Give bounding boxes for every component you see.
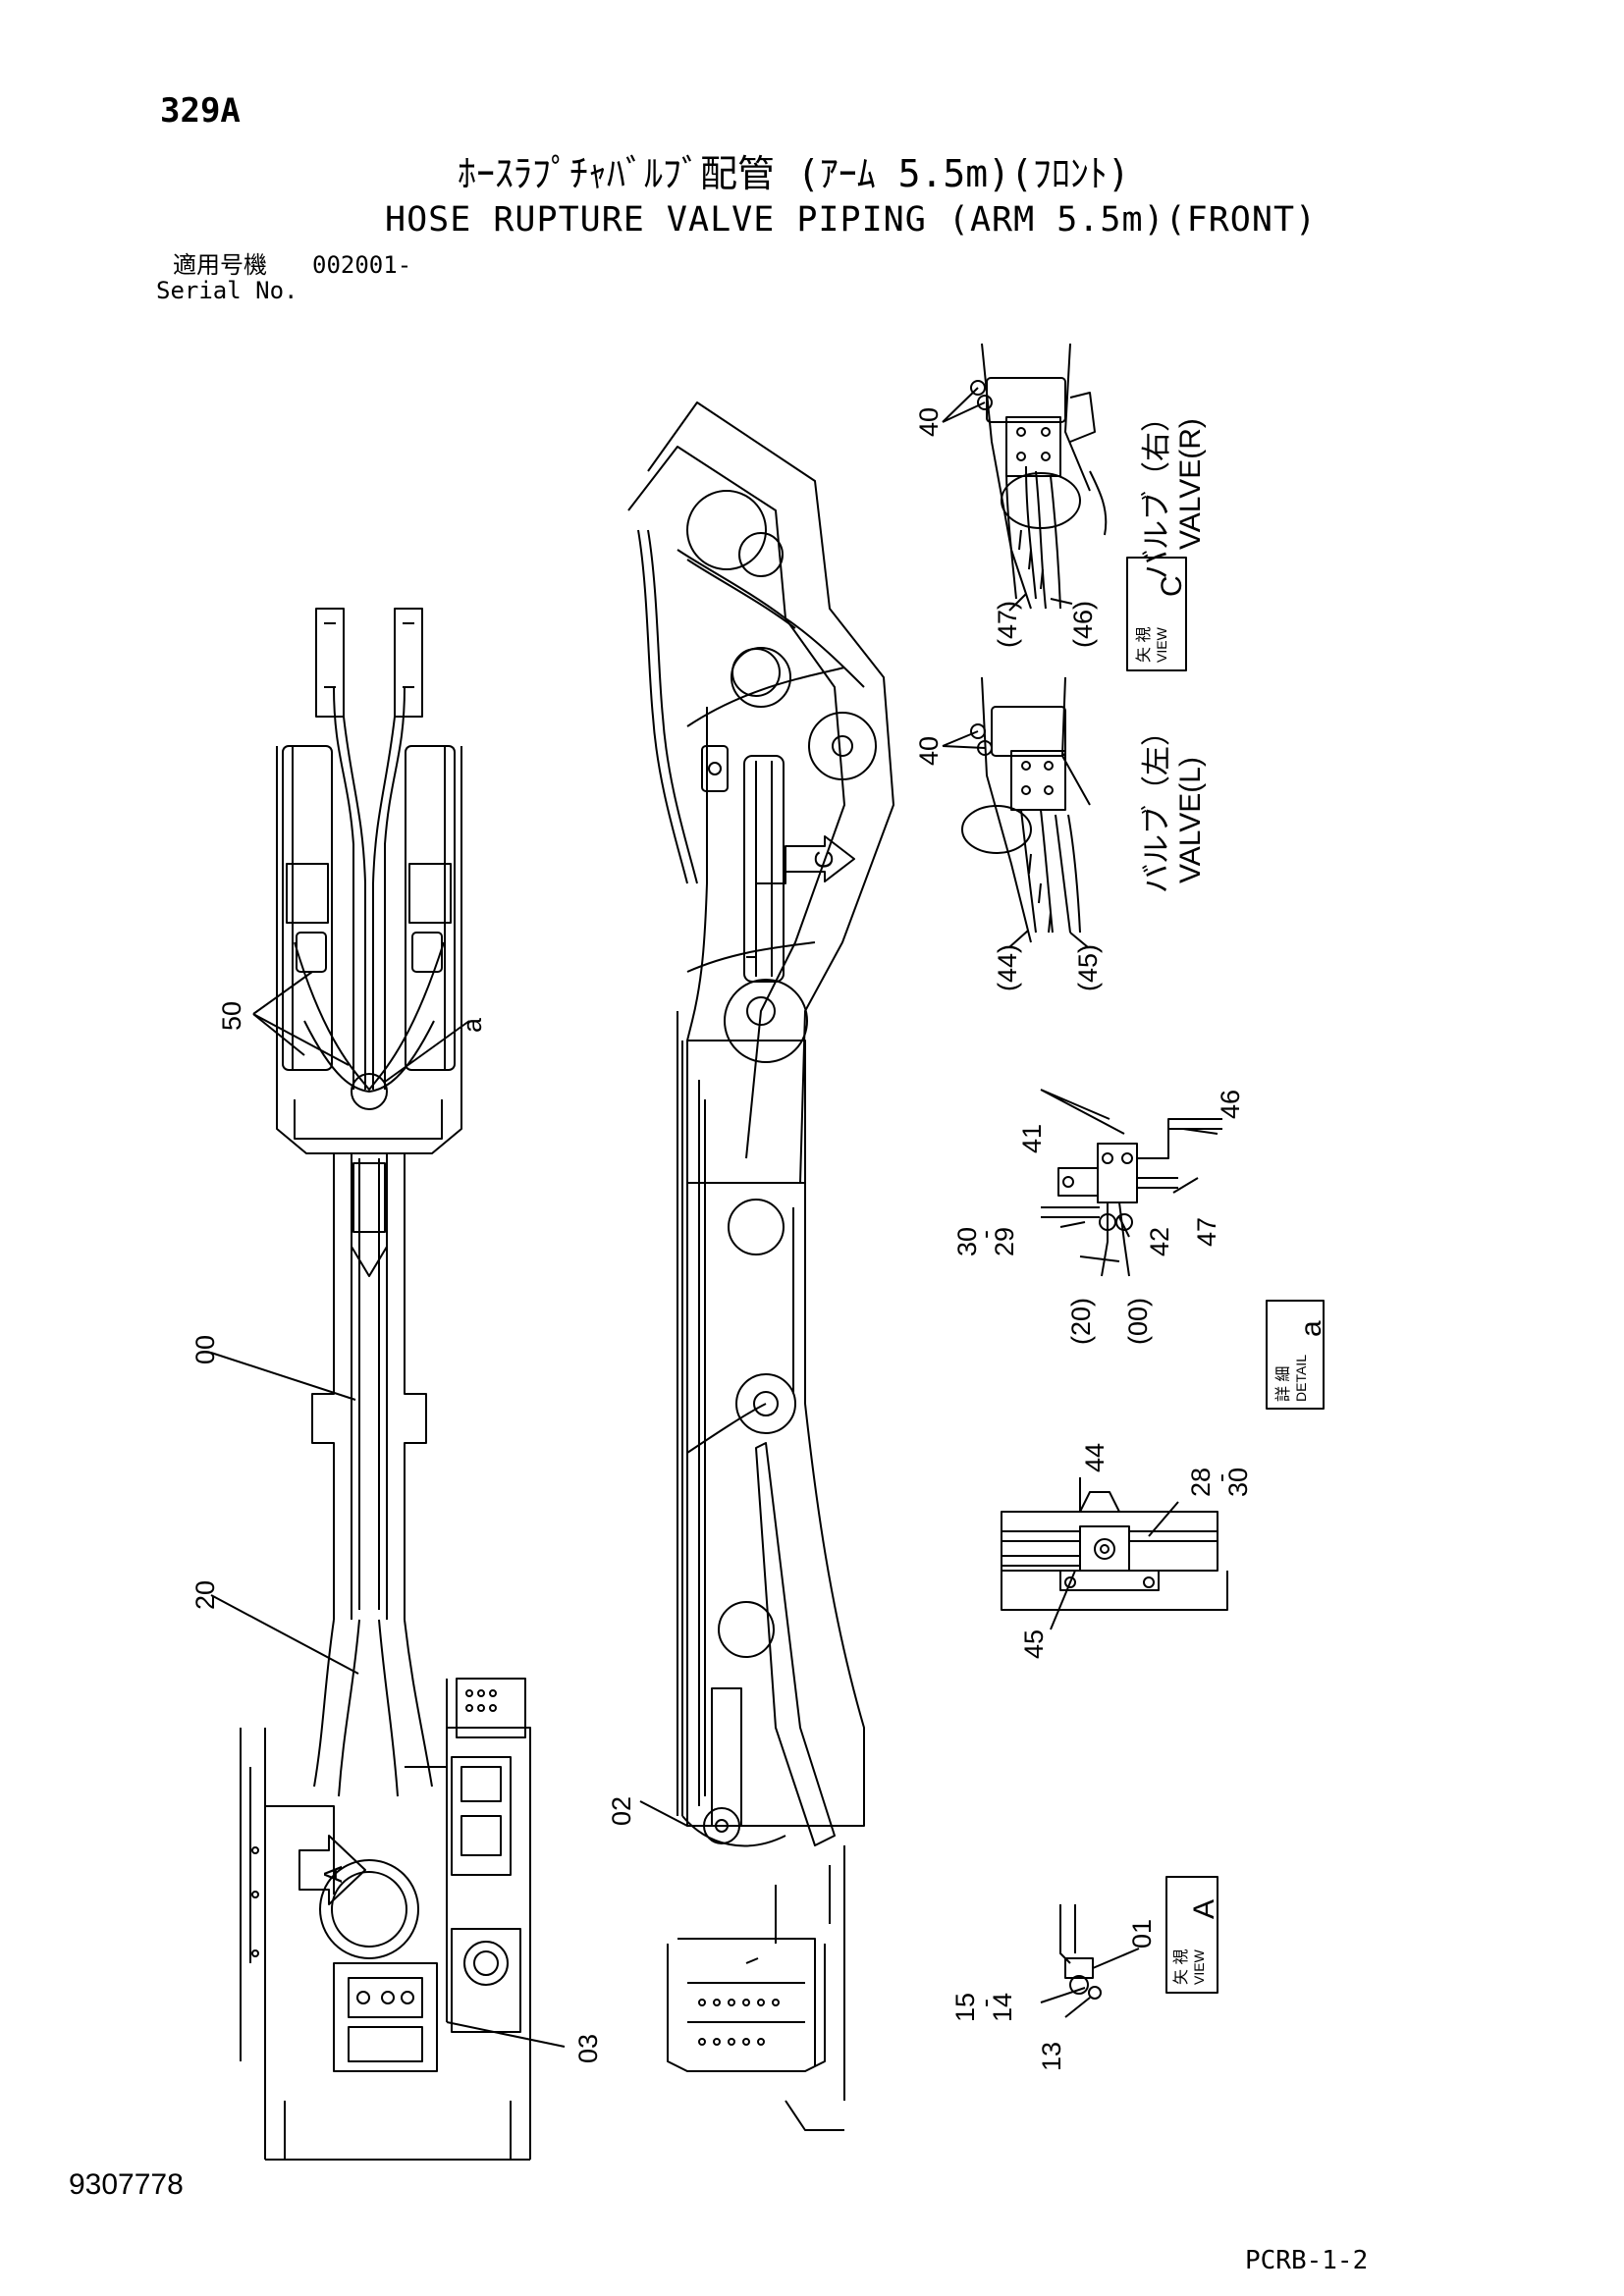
- callout-l44: (44): [993, 944, 1022, 991]
- view-a-box-letter: A: [1188, 1899, 1220, 1919]
- callout-d20: (20): [1066, 1298, 1096, 1345]
- callout-e45: 45: [1019, 1629, 1049, 1659]
- callout-arrow-c: C: [809, 850, 839, 869]
- view-a-label-box: [1165, 1876, 1218, 1994]
- view-valve-left: [942, 676, 1091, 948]
- detail-a-label-box: [1266, 1300, 1325, 1410]
- title-english: HOSE RUPTURE VALVE PIPING (ARM 5.5m)(FRO…: [385, 200, 1318, 240]
- callout-d42: 42: [1145, 1227, 1174, 1256]
- callout-e44: 44: [1080, 1443, 1110, 1472]
- callout-f15: 15: [950, 1993, 980, 2022]
- callout-labels: 50 a 00 20 02 03 A C 40 (47) (46) 40 (44…: [190, 407, 1253, 2071]
- page-code: 329A: [160, 91, 241, 131]
- callout-f01: 01: [1127, 1919, 1157, 1949]
- callout-l45: (45): [1073, 944, 1103, 991]
- callout-f14: 14: [988, 1993, 1017, 2022]
- callout-r47: (47): [993, 601, 1022, 648]
- callout-l40: 40: [914, 736, 944, 766]
- view-c-arrow-icon: [785, 835, 855, 882]
- page-reference: PCRB-1-2: [1245, 2246, 1369, 2275]
- callout-f13: 13: [1037, 2042, 1066, 2071]
- callout-arrow-a: A: [318, 1865, 348, 1883]
- boom-side-view: [627, 401, 894, 2131]
- callout-20: 20: [190, 1580, 220, 1610]
- view-c-box-letter: C: [1156, 575, 1188, 597]
- callout-d29: 29: [990, 1227, 1019, 1256]
- view-a-arrow-icon: [298, 1835, 366, 1905]
- view-a-detail: [1040, 1904, 1140, 2018]
- valve-r-label-en: VALVE(R): [1174, 418, 1207, 550]
- callout-d00: (00): [1123, 1298, 1153, 1345]
- view-labels: バルブ（右） VALVE(R) バルブ（左） VALVE(L) 矢 視 VIEW…: [1135, 402, 1327, 1985]
- detail-a: [1040, 1089, 1222, 1277]
- serial-label-english: Serial No.: [156, 277, 298, 304]
- view-c-label-box: [1126, 557, 1187, 671]
- boom-top-view: [210, 608, 566, 2161]
- serial-number-value: 002001-: [312, 251, 412, 279]
- serial-label-japanese: 適用号機: [173, 251, 267, 279]
- callout-f-range: -: [970, 1999, 1000, 2007]
- detail-a-box-jp: 詳 細: [1274, 1366, 1292, 1402]
- valve-l-label-en: VALVE(L): [1174, 757, 1207, 883]
- view-c-box-jp: 矢 視: [1135, 627, 1153, 663]
- view-c-box-en: VIEW: [1154, 626, 1169, 663]
- callout-d-range: -: [970, 1230, 1000, 1239]
- callout-r40: 40: [914, 407, 944, 437]
- callout-a: a: [458, 1017, 487, 1033]
- callout-00: 00: [190, 1335, 220, 1364]
- view-c-valve-right: [942, 343, 1108, 612]
- document-number: 9307778: [69, 2168, 184, 2201]
- title-japanese: ﾎｰｽﾗﾌﾟﾁｬﾊﾞﾙﾌﾞ配管 (ｱｰﾑ 5.5m)(ﾌﾛﾝﾄ): [458, 152, 1130, 195]
- detail-a-box-letter: a: [1295, 1320, 1327, 1337]
- callout-02: 02: [607, 1796, 636, 1826]
- callout-d41: 41: [1017, 1124, 1047, 1153]
- valve-l-label-jp: バルブ（左）: [1141, 717, 1173, 893]
- callout-03: 03: [573, 2034, 603, 2063]
- bracket-detail: [1001, 1477, 1228, 1630]
- callout-d30: 30: [952, 1227, 982, 1256]
- callout-e-range: -: [1206, 1473, 1235, 1482]
- callout-e28: 28: [1186, 1468, 1216, 1497]
- callout-50: 50: [217, 1001, 246, 1031]
- callout-r46: (46): [1068, 601, 1098, 648]
- valve-r-label-jp: バルブ（右）: [1141, 402, 1173, 579]
- view-a-box-jp: 矢 視: [1172, 1949, 1190, 1985]
- callout-d47: 47: [1192, 1217, 1221, 1247]
- callout-e30: 30: [1223, 1468, 1253, 1497]
- detail-a-box-en: DETAIL: [1293, 1355, 1309, 1402]
- callout-d46: 46: [1216, 1090, 1245, 1119]
- view-a-box-en: VIEW: [1191, 1949, 1207, 1985]
